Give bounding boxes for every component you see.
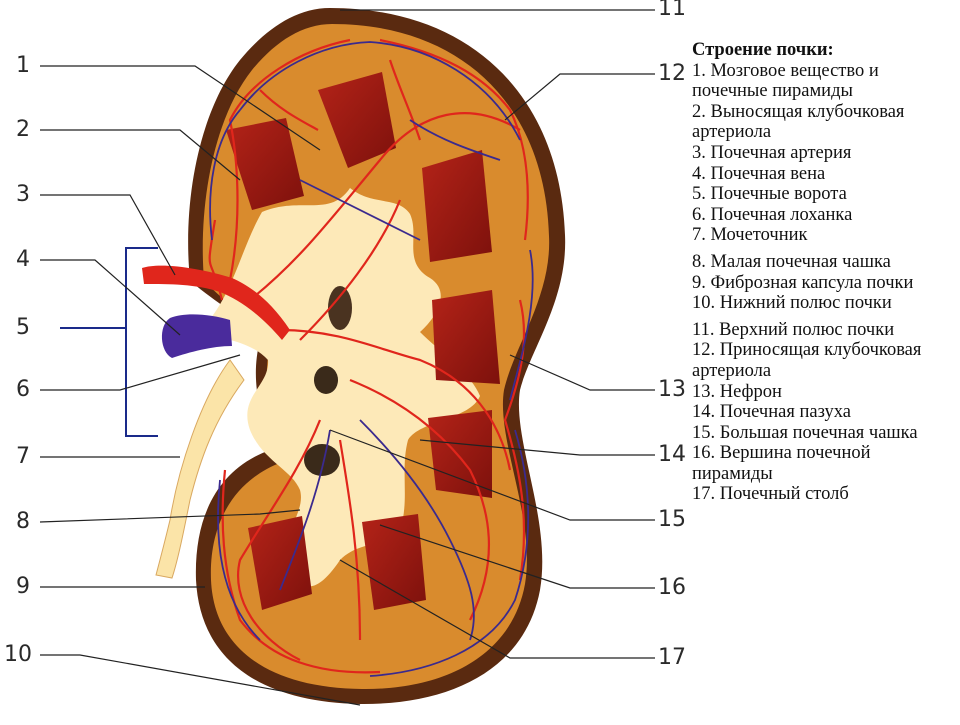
minor-calyx-1 (328, 286, 352, 330)
legend-item: 7. Мочеточник (692, 225, 808, 246)
label-1: 1 (16, 53, 30, 78)
renal-sinus (200, 188, 480, 587)
label-4: 4 (16, 247, 30, 272)
hilum-bracket (60, 247, 158, 437)
label-3: 3 (16, 182, 30, 207)
renal-artery (142, 265, 290, 340)
legend-item: 8. Малая почечная чашка (692, 251, 891, 272)
legend-item: 1. Мозговое вещество и почечные пирамиды (692, 60, 879, 102)
legend-item: 4. Почечная вена (692, 163, 826, 184)
label-11: 11 (658, 0, 686, 21)
label-15: 15 (658, 507, 686, 532)
legend-item: 3. Почечная артерия (692, 142, 852, 163)
pyramid-3 (422, 150, 492, 262)
label-2: 2 (16, 117, 30, 142)
venules (209, 41, 534, 677)
label-8: 8 (16, 509, 30, 534)
arterioles (208, 38, 529, 674)
pyramid-4 (432, 290, 500, 384)
label-9: 9 (16, 574, 30, 599)
pyramid-1 (318, 72, 396, 168)
label-5: 5 (16, 315, 30, 340)
label-7: 7 (16, 444, 30, 469)
legend-item: 10. Нижний полюс почки (692, 293, 892, 314)
leader-lines (39, 9, 655, 706)
pyramid-5 (428, 410, 492, 498)
ureter (155, 359, 245, 579)
pyramid-6 (248, 516, 312, 610)
legend-item: 9. Фиброзная капсула почки (692, 272, 914, 293)
legend-item: 17. Почечный столб (692, 484, 849, 505)
legend-item: 5. Почечные ворота (692, 184, 847, 205)
legend-item: 12. Приносящая клубочковая артериола (692, 340, 922, 381)
legend-item: 15. Большая почечная чашка (692, 422, 918, 443)
label-12: 12 (658, 61, 686, 86)
label-17: 17 (658, 645, 686, 670)
minor-calyx-2 (314, 366, 338, 394)
renal-pyramids (226, 72, 500, 610)
label-14: 14 (658, 442, 686, 467)
pyramid-2 (226, 118, 304, 210)
legend: Строение почки: 1. Мозговое вещество и п… (692, 40, 954, 505)
renal-vein (161, 314, 232, 358)
legend-title: Строение почки: (692, 40, 834, 60)
legend-item: 6. Почечная лоханка (692, 204, 853, 225)
legend-item: 16. Вершина почечной пирамиды (692, 443, 871, 484)
minor-calyx-3 (304, 444, 340, 476)
label-6: 6 (16, 377, 30, 402)
pyramid-7 (362, 514, 426, 610)
legend-item: 2. Выносящая клубочковая артериола (692, 101, 905, 143)
label-13: 13 (658, 377, 686, 402)
label-16: 16 (658, 575, 686, 600)
legend-item: 14. Почечная пазуха (692, 402, 851, 423)
label-10: 10 (4, 642, 32, 667)
legend-item: 13. Нефрон (692, 381, 782, 402)
legend-item: 11. Верхний полюс почки (692, 319, 895, 340)
